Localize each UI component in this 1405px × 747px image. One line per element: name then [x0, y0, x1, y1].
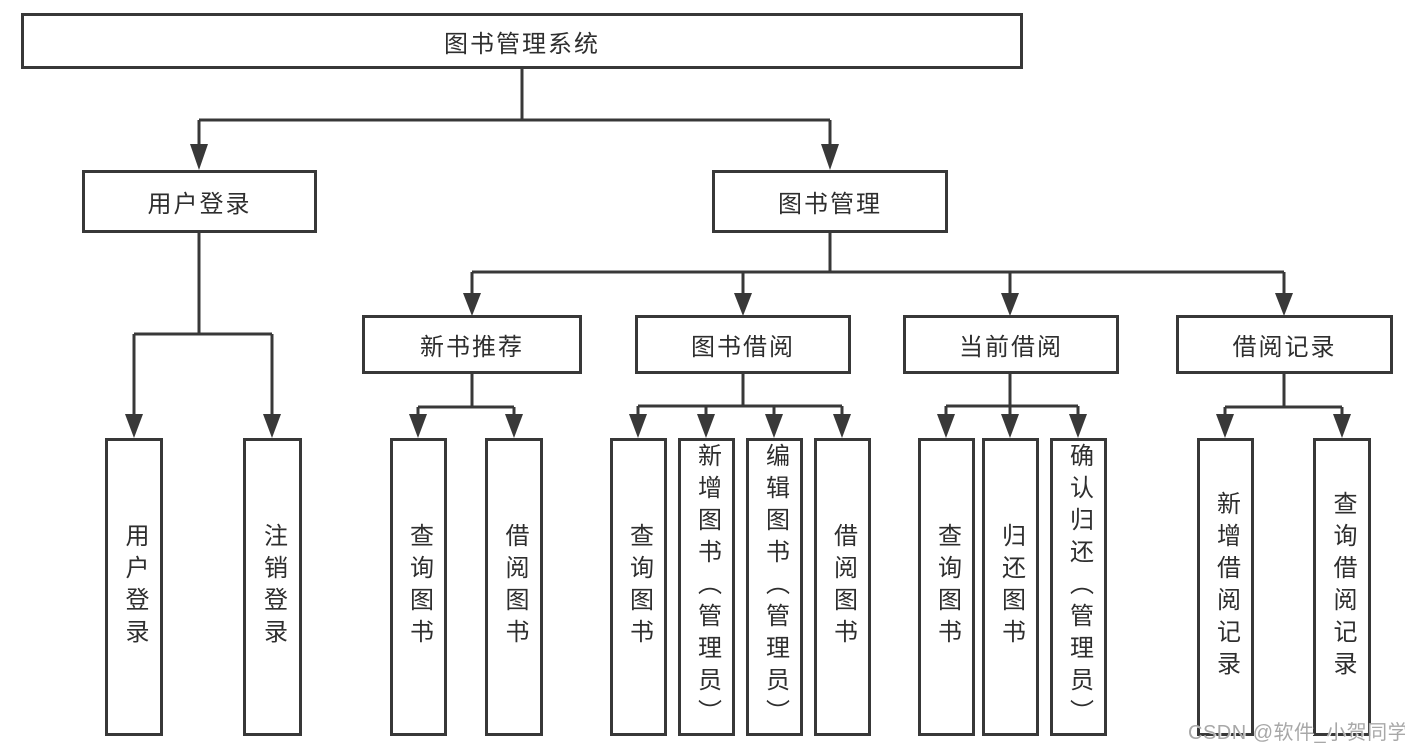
arrow-down-icon	[1275, 293, 1293, 316]
arrow-down-icon	[734, 293, 752, 316]
leaf-borrow-edit-books-admin: 编辑图书（管理员）	[746, 438, 803, 736]
leaf-recommend-query-books: 查询图书	[390, 438, 447, 736]
arrow-down-icon	[263, 414, 281, 438]
watermark: CSDN @软件_小贺同学	[1188, 722, 1405, 744]
leaf-borrow-add-books-admin: 新增图书（管理员）	[678, 438, 735, 736]
leaf-records-add-borrow-record: 新增借阅记录	[1197, 438, 1254, 736]
leaf-current-confirm-return-admin: 确认归还（管理员）	[1050, 438, 1107, 736]
node-book-borrow: 图书借阅	[635, 315, 851, 374]
node-user-login: 用户登录	[82, 170, 317, 233]
leaf-current-return-books: 归还图书	[982, 438, 1039, 736]
arrow-down-icon	[505, 414, 523, 438]
connector-root-to-level2	[190, 68, 839, 170]
leaf-borrow-borrow-books: 借阅图书	[814, 438, 871, 736]
connector-current-borrow-children	[937, 374, 1087, 438]
connector-book-borrow-children	[629, 374, 851, 438]
arrow-down-icon	[1333, 414, 1351, 438]
connector-user-login-children	[125, 233, 281, 438]
node-new-book-recommend: 新书推荐	[362, 315, 582, 374]
node-current-borrow: 当前借阅	[903, 315, 1119, 374]
connector-book-management-children	[463, 233, 1293, 316]
arrow-down-icon	[1069, 414, 1087, 438]
node-borrow-records: 借阅记录	[1176, 315, 1393, 374]
node-book-management: 图书管理	[712, 170, 948, 233]
arrow-down-icon	[765, 414, 783, 438]
arrow-down-icon	[1001, 293, 1019, 316]
arrow-down-icon	[409, 414, 427, 438]
arrow-down-icon	[1216, 414, 1234, 438]
arrow-down-icon	[821, 144, 839, 170]
arrow-down-icon	[125, 414, 143, 438]
leaf-logout: 注销登录	[243, 438, 302, 736]
connector-new-book-recommend-children	[409, 374, 523, 438]
node-root: 图书管理系统	[21, 13, 1023, 69]
arrow-down-icon	[1001, 414, 1019, 438]
leaf-records-query-borrow-record: 查询借阅记录	[1313, 438, 1371, 736]
leaf-recommend-borrow-books: 借阅图书	[485, 438, 543, 736]
arrow-down-icon	[833, 414, 851, 438]
arrow-down-icon	[463, 293, 481, 316]
leaf-borrow-query-books: 查询图书	[610, 438, 667, 736]
arrow-down-icon	[190, 144, 208, 170]
arrow-down-icon	[629, 414, 647, 438]
leaf-user-login: 用户登录	[105, 438, 163, 736]
leaf-current-query-books: 查询图书	[918, 438, 975, 736]
arrow-down-icon	[937, 414, 955, 438]
arrow-down-icon	[697, 414, 715, 438]
connector-borrow-records-children	[1216, 374, 1351, 438]
